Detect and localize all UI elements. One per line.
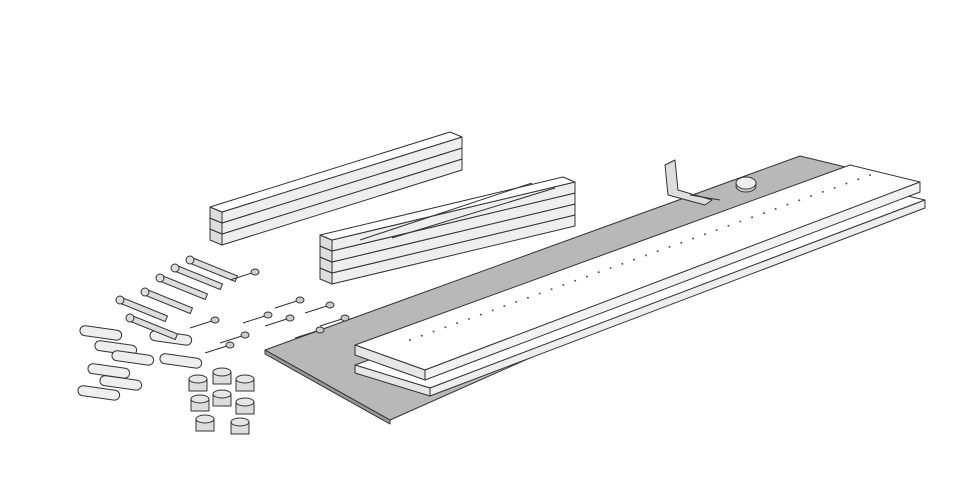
screw-head — [263, 311, 273, 319]
screw-head — [325, 301, 335, 309]
hole — [550, 288, 553, 291]
cam-lock-top — [212, 389, 232, 399]
hole — [703, 233, 706, 236]
hole — [810, 195, 813, 198]
hole — [526, 296, 529, 299]
cam-bolt-head — [170, 263, 180, 273]
hole — [857, 178, 860, 181]
screw-head — [225, 341, 235, 349]
dowel — [79, 325, 123, 341]
board-top — [209, 131, 463, 213]
hole — [479, 313, 482, 316]
hole — [420, 334, 423, 337]
screws — [189, 268, 350, 354]
board-seam — [391, 187, 556, 239]
dowel — [99, 375, 143, 391]
cam-lock-top — [212, 367, 232, 377]
dowel — [159, 353, 203, 369]
dowel — [111, 350, 155, 366]
cam-bolt-head — [155, 273, 165, 283]
hole — [609, 267, 612, 270]
hole — [739, 220, 742, 223]
screw-head — [340, 314, 350, 322]
cam-bolt-head — [115, 295, 125, 305]
screw-head — [295, 296, 305, 304]
hole — [644, 254, 647, 257]
hole — [774, 207, 777, 210]
screw-head — [250, 268, 260, 276]
dowel — [77, 385, 121, 401]
cam-lock-top — [190, 394, 210, 404]
hole — [491, 309, 494, 312]
hole — [869, 174, 871, 176]
hole — [656, 250, 659, 253]
hole — [409, 339, 411, 341]
long-board-upper — [354, 164, 921, 381]
hole — [538, 292, 541, 295]
cam-lock-top — [230, 417, 250, 427]
hole — [668, 245, 671, 248]
hole — [845, 182, 848, 185]
hole — [786, 203, 789, 206]
hole — [467, 317, 470, 320]
dowels — [77, 325, 203, 401]
screw-head — [285, 314, 295, 322]
hole — [597, 271, 600, 274]
cam-bolt-head — [185, 255, 195, 265]
hole — [444, 326, 447, 329]
hole — [456, 322, 459, 325]
hole — [633, 258, 636, 261]
bracket — [664, 159, 721, 206]
cam-bolt-head — [125, 313, 135, 323]
hole — [574, 279, 577, 282]
hole — [833, 186, 836, 189]
screw-head — [210, 316, 220, 324]
hole — [621, 262, 624, 265]
cam-lock-top — [235, 374, 255, 384]
cam-bolts — [115, 255, 238, 341]
cam-locks — [188, 367, 255, 435]
hole — [727, 224, 730, 227]
hole — [762, 212, 765, 215]
hole — [562, 284, 565, 286]
cam-lock-top — [188, 374, 208, 384]
hole — [692, 237, 695, 240]
screw-head — [315, 326, 325, 334]
cam-lock-top — [235, 397, 255, 407]
hole — [680, 241, 683, 244]
hole — [503, 305, 506, 308]
hole — [751, 216, 754, 219]
short-board-stack-a — [209, 131, 463, 246]
hole — [432, 330, 435, 333]
hole — [798, 199, 801, 202]
cam-bolt-head — [140, 287, 150, 297]
board-seam — [359, 182, 533, 241]
hole — [515, 300, 518, 303]
short-board-stack-b — [319, 176, 576, 285]
cam-lock-top — [195, 414, 215, 424]
hole — [715, 229, 718, 231]
cam-lock-on-panel — [735, 176, 757, 193]
hole — [821, 190, 824, 193]
hole — [585, 275, 588, 278]
screw-head — [240, 331, 250, 339]
board-top — [319, 176, 576, 241]
